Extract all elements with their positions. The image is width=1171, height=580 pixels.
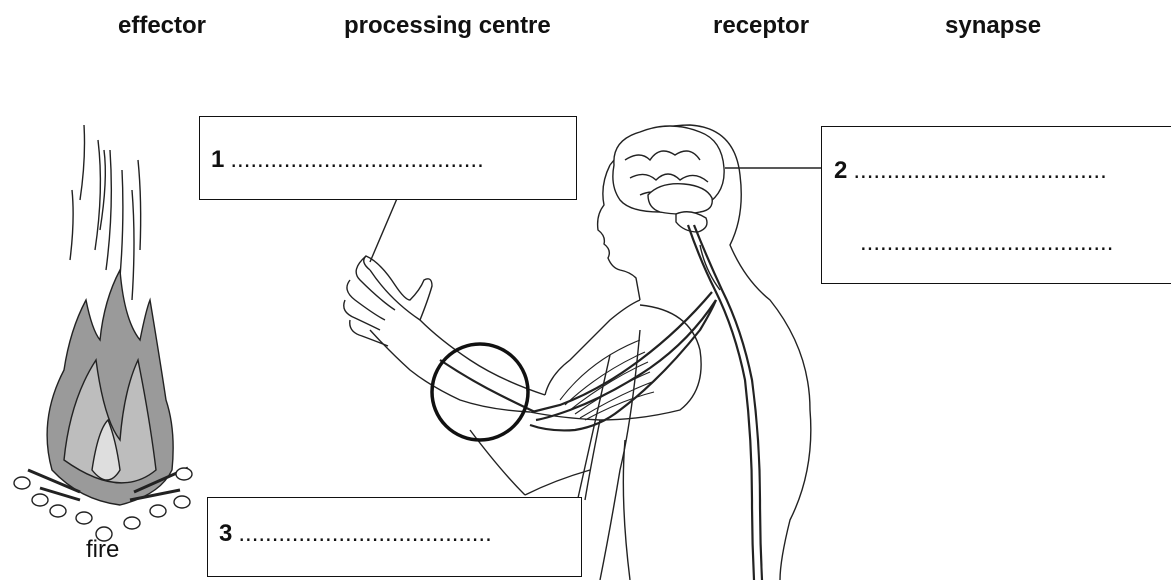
answer-dots-3: ...................................... xyxy=(238,520,491,547)
answer-box-3[interactable]: 3...................................... xyxy=(207,497,582,577)
answer-dots-1: ...................................... xyxy=(230,146,483,173)
brain-icon xyxy=(613,126,724,232)
fire-illustration xyxy=(14,125,192,541)
answer-box-2[interactable]: 2...................................... … xyxy=(821,126,1171,284)
highlight-circle xyxy=(432,344,528,440)
answer-dots-2a: ...................................... xyxy=(853,157,1106,184)
label-number-2: 2 xyxy=(834,157,847,184)
answer-line-2a: 2...................................... xyxy=(834,157,1107,185)
answer-line-2b: ...................................... xyxy=(860,229,1113,257)
fire-label: fire xyxy=(86,536,119,564)
answer-line-3: 3...................................... xyxy=(219,520,492,548)
answer-line-1: 1...................................... xyxy=(211,146,484,174)
answer-box-1[interactable]: 1...................................... xyxy=(199,116,577,200)
leader-lines xyxy=(370,168,822,498)
label-number-1: 1 xyxy=(211,146,224,173)
label-number-3: 3 xyxy=(219,520,232,547)
